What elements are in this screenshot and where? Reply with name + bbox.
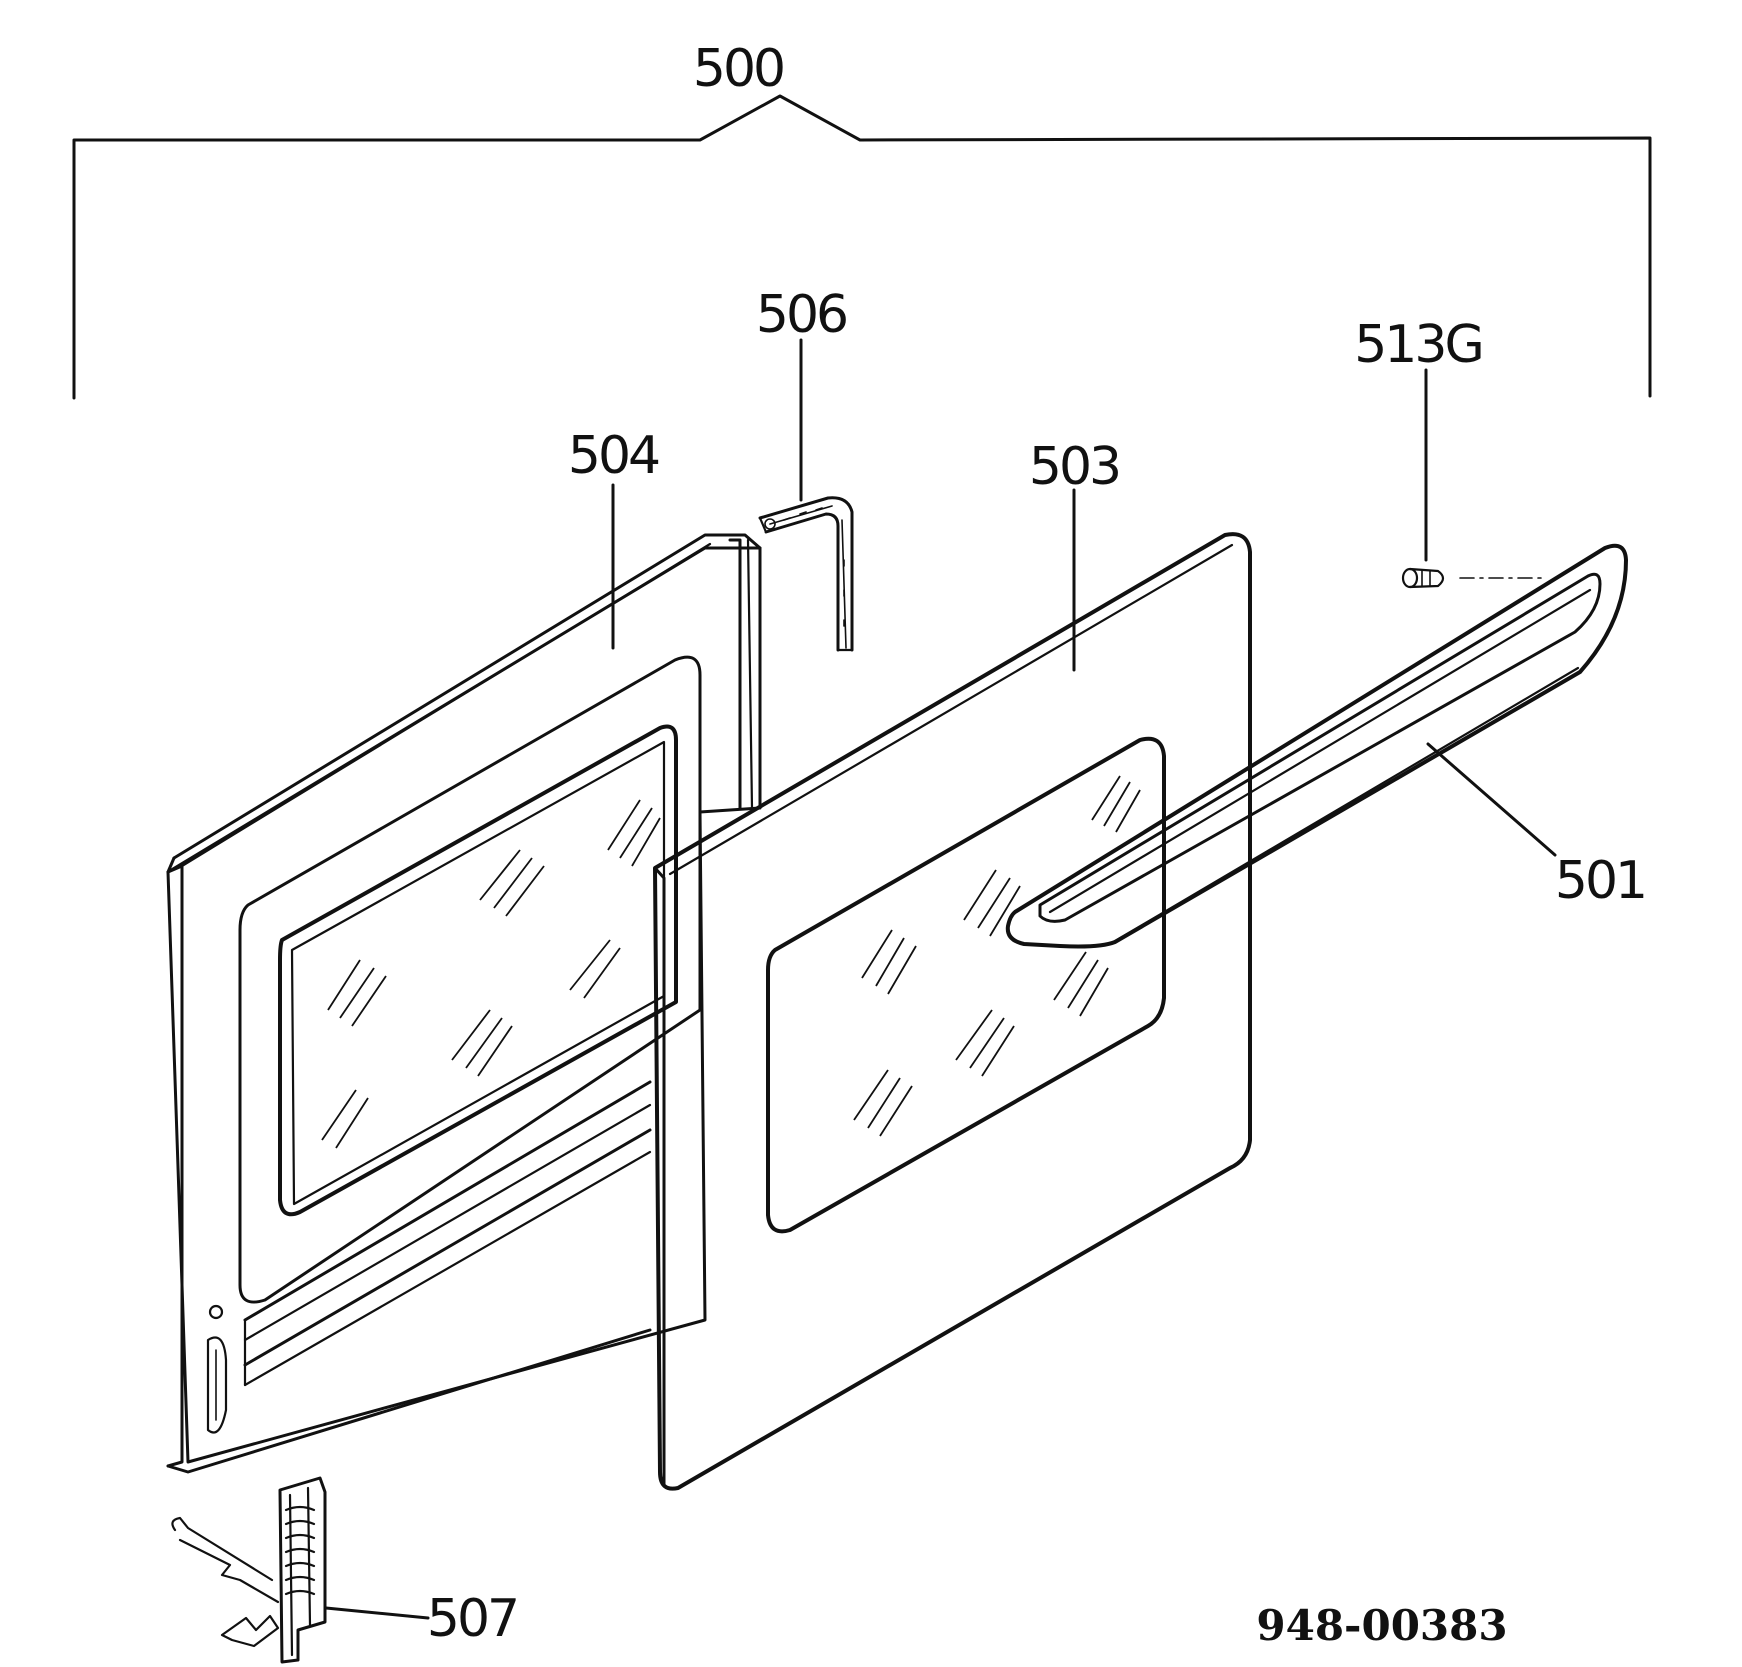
drawing-number: 948-00383 <box>1256 1601 1507 1650</box>
label-503: 503 <box>1029 437 1119 497</box>
leader-lines <box>324 338 1557 1620</box>
part-513G-screw <box>1401 567 1546 589</box>
assembly-bracket-500 <box>72 94 1652 400</box>
part-507-hinge <box>171 1476 327 1664</box>
part-504-inner-door-panel <box>166 533 762 1474</box>
label-504: 504 <box>568 426 659 486</box>
label-500: 500 <box>693 39 783 99</box>
part-501-door-handle <box>1005 543 1628 949</box>
label-507: 507 <box>427 1589 517 1649</box>
part-503-outer-glass-panel <box>653 532 1252 1491</box>
label-506: 506 <box>756 285 846 345</box>
part-506-seal-strip <box>758 496 854 652</box>
label-513G: 513G <box>1354 315 1482 375</box>
label-501: 501 <box>1555 851 1645 911</box>
